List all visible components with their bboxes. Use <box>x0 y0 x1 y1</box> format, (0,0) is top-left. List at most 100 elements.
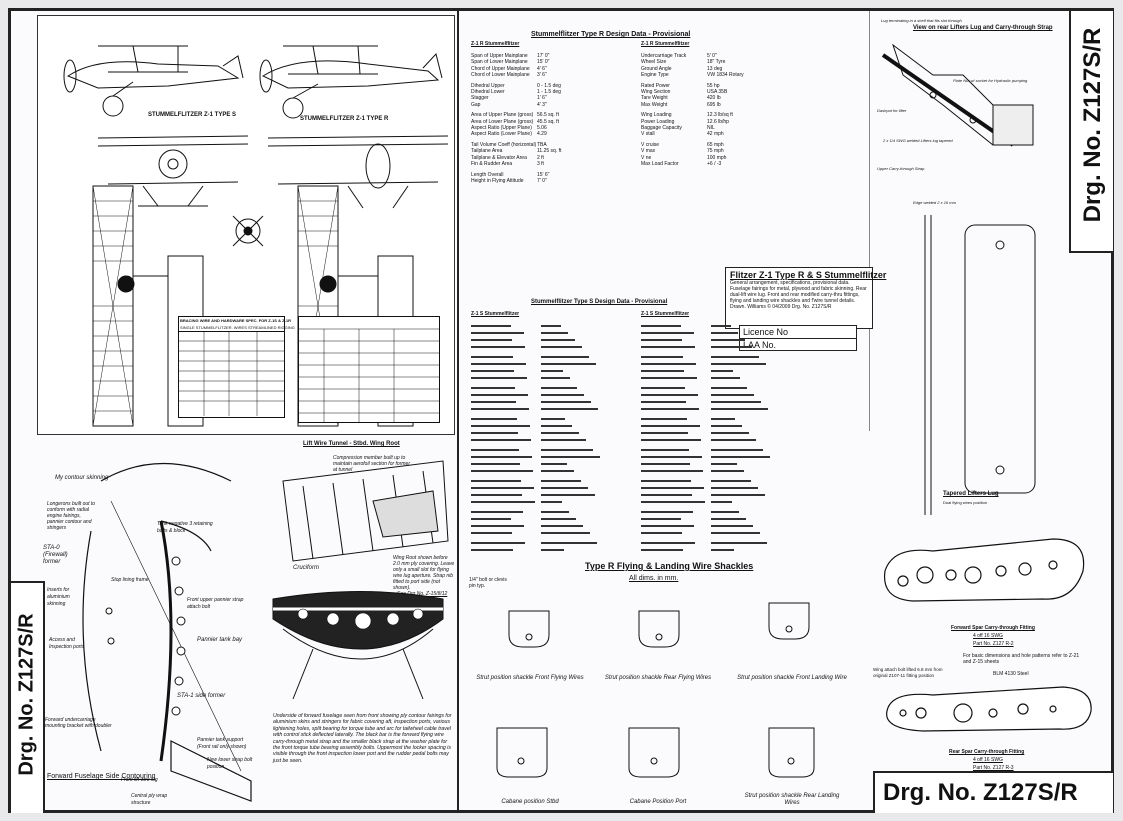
spec-text-line <box>541 425 572 427</box>
spec-text-line <box>471 542 525 544</box>
spec-text-line <box>711 525 753 527</box>
spec-text-line <box>471 439 531 441</box>
spec-text-line <box>711 432 749 434</box>
shackles-subtitle: All dims. in mm. <box>629 575 679 582</box>
lifters-edge-label: Edge welded 2 x 16 mm <box>913 200 956 205</box>
spec-right-value: 75 mph <box>707 148 724 155</box>
fuselage-label-5: Forward undercarriage mounting bracket w… <box>45 717 112 729</box>
spec-left-row: Area of Lower Plane (gross)45.5 sq. ft <box>471 119 631 125</box>
fuselage-label-14: Central ply wrap structure <box>131 793 168 806</box>
side-view-type-s-icon <box>63 45 244 117</box>
spec-text-line <box>541 532 590 534</box>
spec-text-line <box>711 518 746 520</box>
spec-text-line <box>541 408 598 410</box>
spec-left-label: Span of Upper Mainplane <box>471 53 528 59</box>
spec-text-line <box>711 370 733 372</box>
rear-fitting-spec: 4 off 16 SWG <box>973 757 1003 763</box>
spec-text-line <box>641 456 702 458</box>
underside-drawing <box>272 591 444 700</box>
drawing-sheet: STUMMELFLITZER Z-1 TYPE S STUMMELFLITZER… <box>8 8 1114 813</box>
spec-left-value: 3 ft <box>537 161 544 168</box>
spec-text-line <box>471 408 529 410</box>
lift-wire-tunnel-ref: See Drg No. Z-15/8/12 <box>397 591 448 597</box>
spec-text-line <box>541 470 574 472</box>
spec-text-line <box>711 549 734 551</box>
underside-panel: Underside of forward fuselage seen from … <box>272 589 453 807</box>
spec-right-label: Tare Weight <box>641 95 668 102</box>
cruciform-label: Cruciform <box>293 565 320 571</box>
lifters-panel: View on rear Lifters Lug and Carry-throu… <box>873 15 1069 515</box>
spec-right-value: 65 mph <box>707 141 724 148</box>
specs-type-s: Stummelflitzer Type S Design Data - Prov… <box>471 299 861 559</box>
spec-text-line <box>541 346 582 348</box>
spec-right-value: 695 lb <box>707 101 721 108</box>
lift-wire-tunnel-title: Lift Wire Tunnel - Stbd. Wing Root <box>303 441 400 447</box>
rigging-table: BRACING WIRE AND HARDWARE SPEC. FOR Z-1S… <box>178 316 295 418</box>
spec-text-line <box>471 549 513 551</box>
tapered-lug-note: Dual flying wires position <box>943 500 988 505</box>
spec-text-line <box>541 487 588 489</box>
title-block: Flitzer Z-1 Type R & S Stummelflitzer Ge… <box>725 267 886 329</box>
forward-spar-fitting-icon <box>883 538 1085 602</box>
forward-fitting-spec: 4 off 16 SWG <box>973 633 1003 639</box>
spec-right-value: 13 deg <box>707 65 723 72</box>
spec-text-line <box>471 480 521 482</box>
spec-left-label: Dihedral Lower <box>471 89 505 96</box>
spec-text-line <box>711 363 766 365</box>
spec-left-value: 1' 6" <box>537 95 547 102</box>
spec-right-label: V cruise <box>641 141 660 148</box>
lift-wire-tunnel-note: Compression member built up to maintain … <box>333 455 410 473</box>
spec-text-line <box>711 456 770 458</box>
spec-text-line <box>471 363 526 365</box>
type-r-label: STUMMELFLITZER Z-1 TYPE R <box>300 116 389 122</box>
spec-right-value: 100 mph <box>707 154 727 161</box>
spec-text-line <box>471 346 525 348</box>
fuselage-label-9: Pannier tank bay <box>197 637 243 643</box>
basic-note: For basic dimensions and hole patterns r… <box>963 653 1080 665</box>
spec-text-line <box>471 518 511 520</box>
spec-text-line <box>471 532 512 534</box>
lift-wire-tunnel-panel: Lift Wire Tunnel - Stbd. Wing Root Compr… <box>273 441 454 597</box>
spec-right-label: Wing Section <box>641 89 671 96</box>
lift-wire-tunnel-caption: Wing Root shown before 2.0 mm ply coveri… <box>393 555 455 591</box>
spec-right-value: 42 mph <box>707 131 724 138</box>
specs-type-s-right-header: Z-1 S Stummelflitzer <box>641 311 690 317</box>
spec-text-line <box>641 401 686 403</box>
spec-left-label: Area of Upper Plane (gross) <box>471 112 534 119</box>
spec-text-line <box>541 456 600 458</box>
spec-right-value: USA 35B <box>707 89 728 96</box>
spec-text-line <box>541 432 579 434</box>
spec-text-line <box>711 487 758 489</box>
pin-note: 1/4" bolt or clevis pin typ. <box>469 577 507 589</box>
licence-box: Licence No LAA No. <box>739 325 857 351</box>
spec-text-line <box>471 332 524 334</box>
fuselage-label-0: My contour skinning <box>55 475 109 481</box>
specs-type-r: Stummelflitzer Type R Design Data - Prov… <box>471 31 861 281</box>
spec-text-line <box>541 418 565 420</box>
spec-left-value: 56.5 sq. ft <box>537 112 559 119</box>
spec-text-line <box>471 494 522 496</box>
underside-text: Underside of forward fuselage seen from … <box>273 713 452 764</box>
spec-left-label: Gap <box>471 101 481 108</box>
spec-left-label: Tailplane Area <box>471 148 503 155</box>
rear-spar-fitting-icon <box>886 686 1092 732</box>
specs-type-s-left-header: Z-1 S Stummelflitzer <box>471 311 520 317</box>
spec-text-line <box>711 449 763 451</box>
tapered-lug-title: Tapered Lifters Lug <box>943 491 999 497</box>
spec-text-line <box>641 470 703 472</box>
tapered-lug-icon <box>924 215 1036 515</box>
spec-right-label: Engine Type <box>641 72 669 79</box>
spec-text-line <box>541 332 568 334</box>
fuselage-drawing <box>82 462 252 802</box>
spec-left-label: Chord of Lower Mainplane <box>471 72 530 79</box>
spec-text-line <box>641 494 692 496</box>
